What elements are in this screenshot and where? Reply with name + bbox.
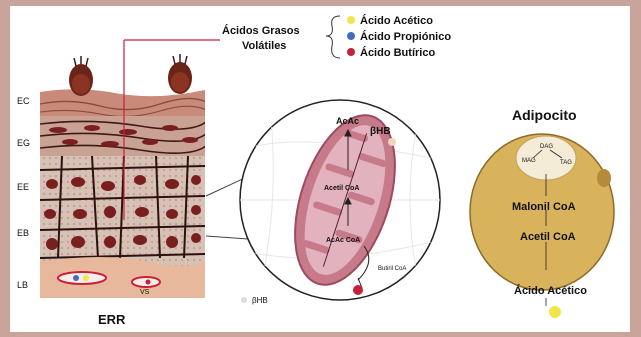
legend-dot-butyric bbox=[347, 48, 355, 56]
blood-vessel-left bbox=[58, 272, 106, 284]
group-label-line1: Ácidos Grasos bbox=[222, 24, 300, 37]
layer-label-ee: EE bbox=[17, 182, 29, 192]
skin-caption: ERR bbox=[98, 312, 126, 327]
bhb-footnote-dot bbox=[241, 297, 247, 303]
bhb-footnote-label: βHB bbox=[252, 296, 268, 305]
layer-label-eg: EG bbox=[17, 138, 30, 148]
magnifier: AcAc βHB Acetil CoA AcAc CoA Butiril CoA bbox=[240, 100, 440, 300]
layer-label-ec: EC bbox=[17, 96, 30, 106]
label-acido-acetico: Ácido Acético bbox=[514, 284, 587, 297]
layer-label-eb: EB bbox=[17, 228, 29, 238]
legend-dot-acetic bbox=[347, 16, 355, 24]
mito-acac-coa: AcAc CoA bbox=[326, 237, 360, 244]
legend-label-butyric: Ácido Butírico bbox=[360, 46, 435, 59]
group-label-line2: Volátiles bbox=[242, 40, 286, 52]
label-tag: TAG bbox=[560, 160, 572, 166]
legend-label-propionic: Ácido Propiónico bbox=[360, 30, 451, 43]
layer-label-lb: LB bbox=[17, 280, 28, 290]
mito-acac: AcAc bbox=[336, 116, 359, 126]
mito-butiril-coa: Butiril CoA bbox=[378, 266, 406, 272]
label-dag: DAG bbox=[540, 144, 553, 150]
acetate-dot bbox=[549, 306, 561, 318]
mito-bhb: βHB bbox=[370, 126, 391, 137]
label-malonil-coa: Malonil CoA bbox=[512, 201, 576, 213]
mito-acetil-coa: Acetil CoA bbox=[324, 185, 359, 192]
butyrate-dot bbox=[353, 285, 363, 295]
vessel-label: VS bbox=[140, 289, 150, 296]
label-acetil-coa: Acetil CoA bbox=[520, 231, 576, 243]
legend-label-acetic: Ácido Acético bbox=[360, 14, 433, 27]
adipocyte-nucleus bbox=[597, 169, 611, 187]
bhb-dot bbox=[388, 138, 396, 146]
legend-dot-propionic bbox=[347, 32, 355, 40]
adipocyte-title: Adipocito bbox=[512, 107, 577, 123]
label-mag: MAG bbox=[522, 158, 536, 164]
